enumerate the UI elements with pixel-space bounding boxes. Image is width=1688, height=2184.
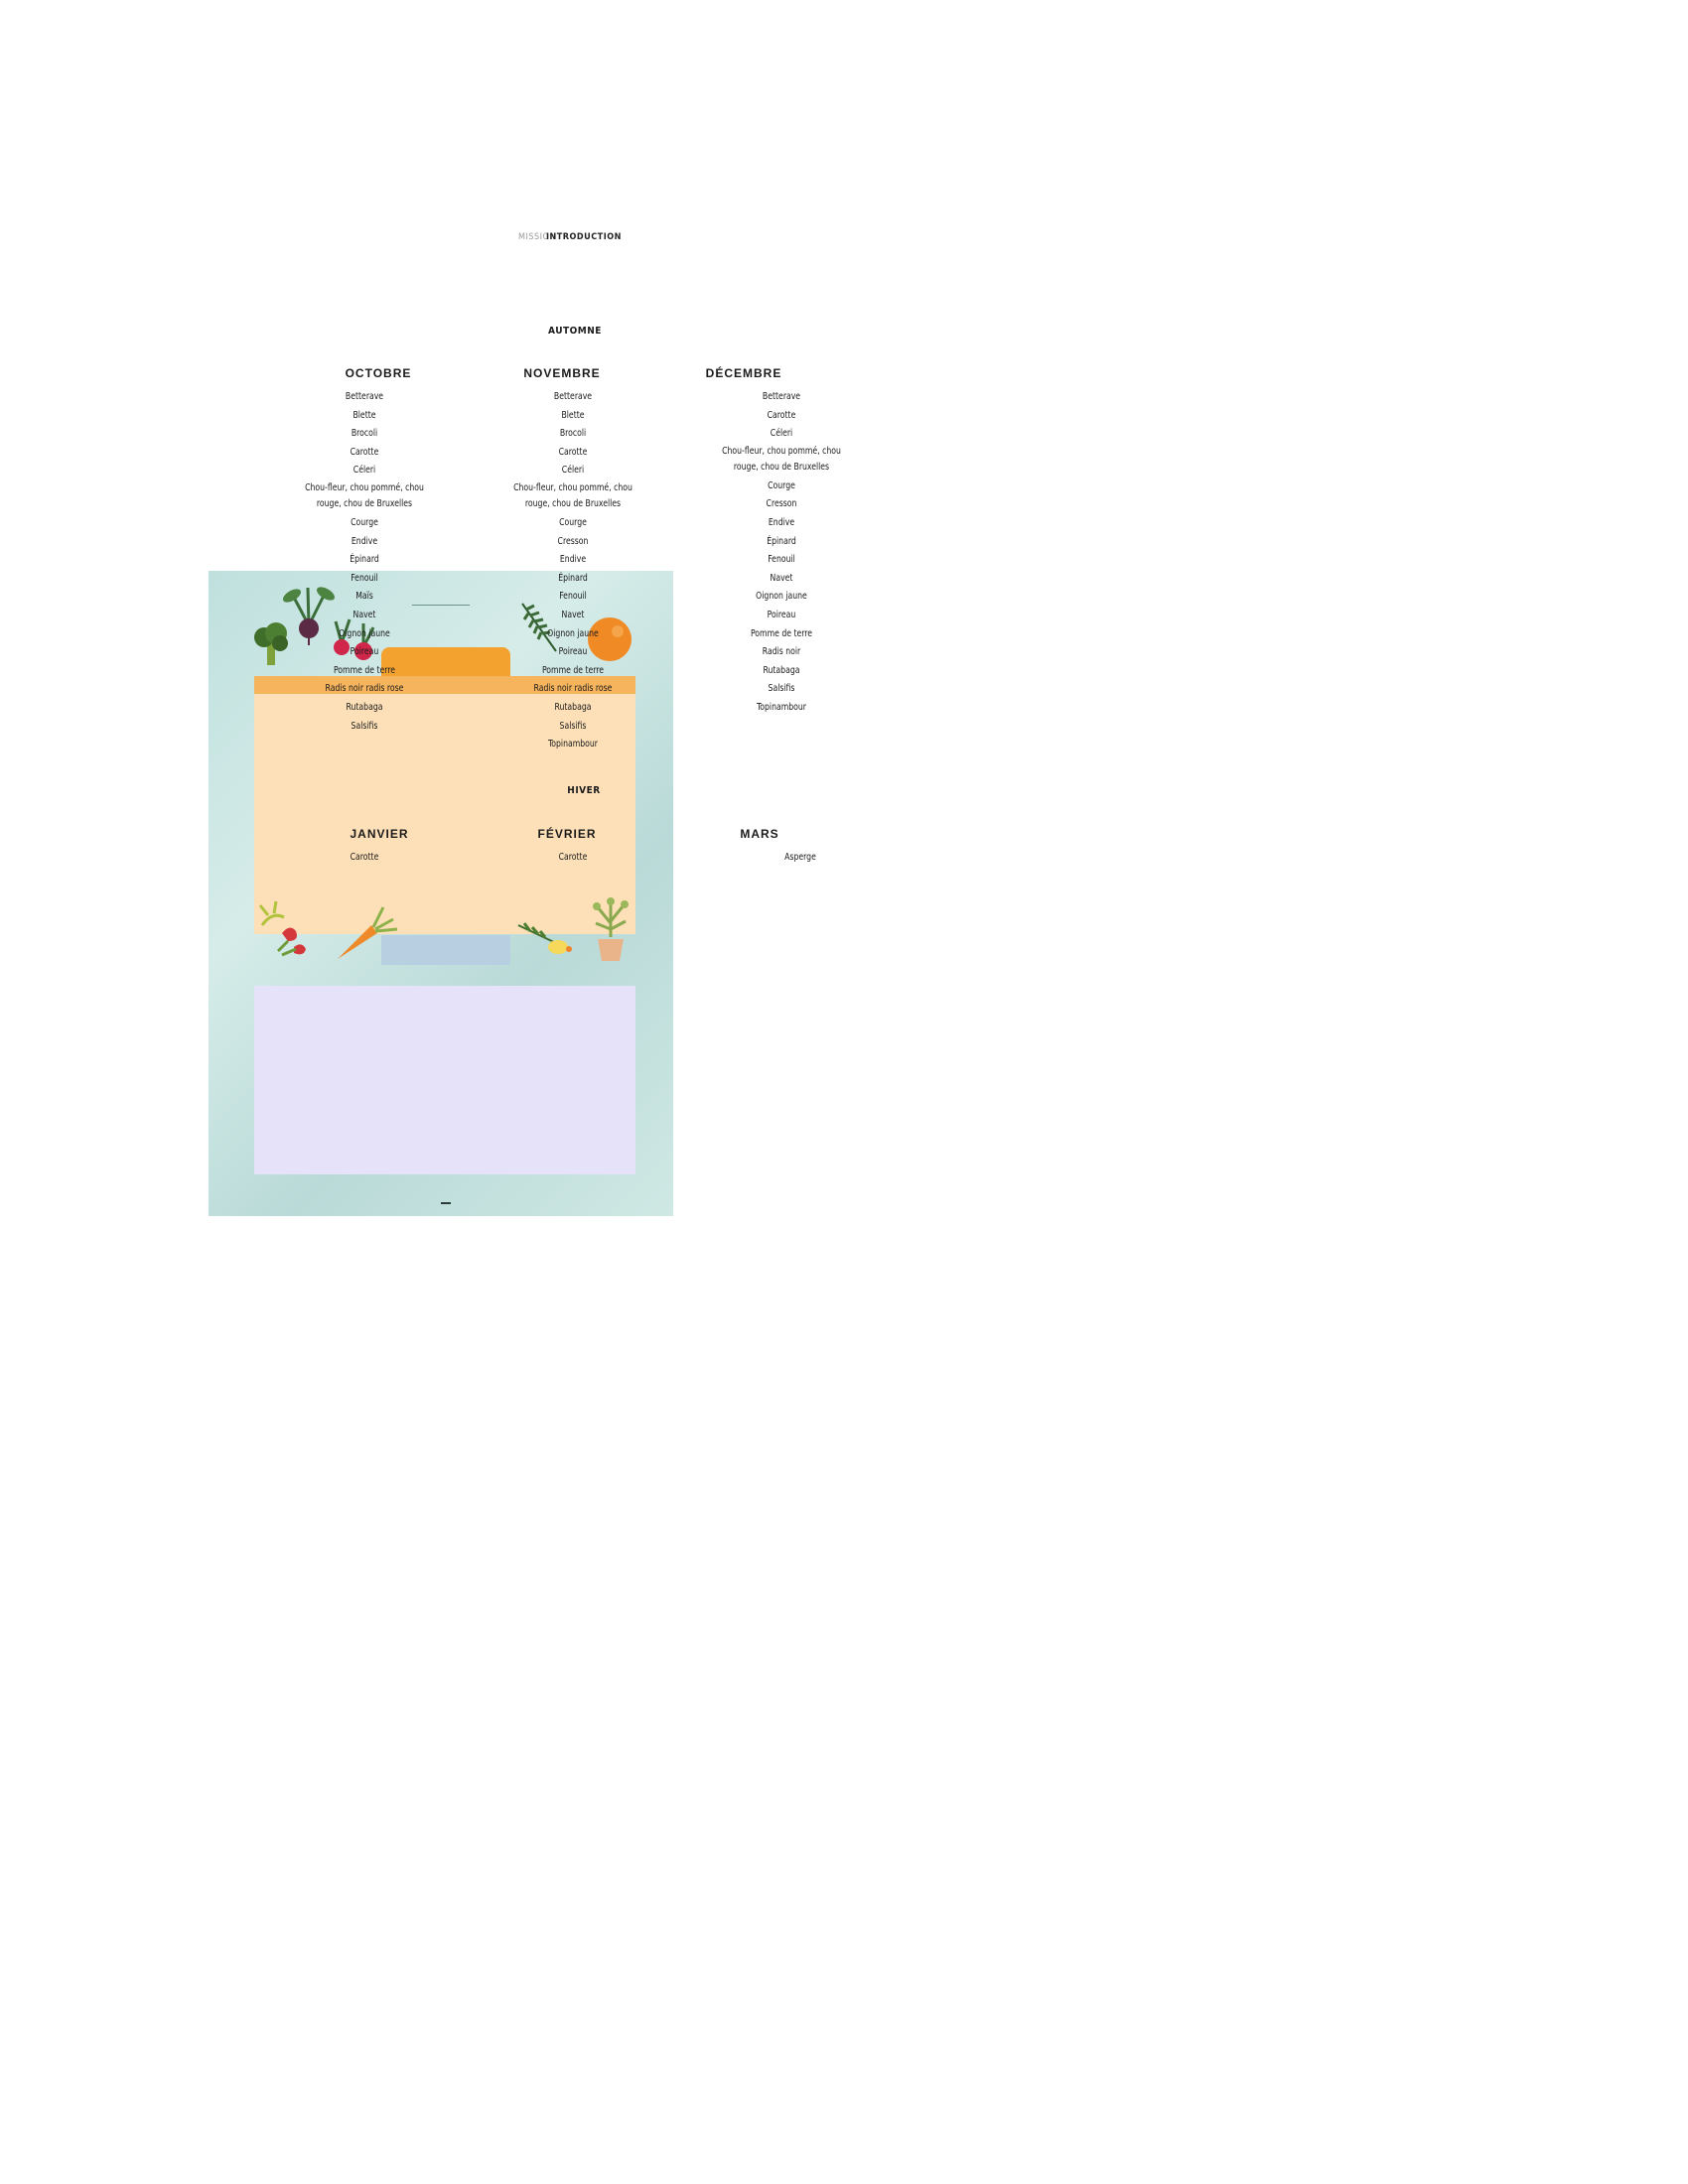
- list-item: Topinambour: [548, 739, 598, 751]
- list-item: Betterave: [762, 391, 801, 402]
- beet-icon: [282, 587, 336, 645]
- list-item: Chou-fleur, chou pommé, chou rouge, chou…: [722, 445, 841, 473]
- header-label-bold: INTRODUCTION: [546, 232, 622, 242]
- orange-icon: [588, 617, 632, 661]
- list-item: Carotte: [350, 852, 379, 863]
- list-item: Rutabaga: [554, 701, 592, 713]
- list-item: Pomme de terre: [541, 664, 605, 676]
- list-item: Asperge: [784, 852, 816, 863]
- list-item: Céleri: [561, 465, 585, 477]
- list-item: Salsifis: [559, 720, 587, 732]
- season-title-autumn: AUTOMNE: [548, 326, 602, 337]
- header-label-faint: MISSION: [518, 232, 556, 242]
- month-list-january: Carotte: [292, 849, 437, 868]
- month-title-december: DÉCEMBRE: [705, 366, 782, 380]
- list-item: Pomme de terre: [333, 664, 396, 676]
- list-item: Chou-fleur, chou pommé, chou rouge, chou…: [305, 481, 424, 509]
- list-item: Endive: [351, 535, 378, 547]
- lemon-icon: [517, 922, 572, 954]
- list-item: Courge: [351, 516, 378, 528]
- list-item: Courge: [559, 516, 587, 528]
- list-item: Endive: [559, 554, 587, 566]
- list-item: Navet: [770, 572, 793, 584]
- poster-orange-band: [254, 676, 635, 694]
- season-title-winter: HIVER: [567, 785, 601, 796]
- list-item: Salsifis: [351, 720, 378, 732]
- broccoli-icon: [254, 622, 288, 665]
- list-item: Rutabaga: [346, 701, 383, 713]
- list-item: Céleri: [770, 428, 793, 440]
- list-item: Radis noir radis rose: [533, 683, 613, 695]
- list-item: Céleri: [352, 465, 376, 477]
- list-item: Brocoli: [351, 428, 378, 440]
- list-item: Cresson: [557, 535, 589, 547]
- list-item: Carotte: [350, 446, 379, 458]
- list-item: Topinambour: [757, 701, 806, 713]
- list-item: Blette: [561, 409, 585, 421]
- list-item: Épinard: [767, 535, 796, 547]
- poster-blue-block: [381, 935, 510, 965]
- poster-dash: [441, 1202, 451, 1204]
- month-list-march: Asperge: [728, 849, 873, 868]
- month-list-october: Betterave Blette Brocoli Carotte Céleri …: [292, 388, 437, 736]
- poster-lilac-panel: [254, 986, 635, 1174]
- list-item: Fenouil: [559, 591, 587, 603]
- list-item: Navet: [352, 609, 376, 620]
- list-item: Radis noir: [762, 646, 801, 658]
- list-item: Épinard: [558, 572, 588, 584]
- list-item: Poireau: [767, 609, 796, 620]
- list-item: Salsifis: [768, 683, 795, 695]
- month-title-october: OCTOBRE: [345, 366, 412, 380]
- list-item: Betterave: [345, 391, 384, 402]
- list-item: Oignon jaune: [547, 627, 599, 639]
- month-title-march: MARS: [740, 827, 779, 841]
- rosemary-icon: [521, 603, 557, 652]
- month-title-january: JANVIER: [350, 827, 409, 841]
- list-item: Courge: [768, 479, 795, 491]
- list-item: Fenouil: [768, 554, 795, 566]
- list-item: Navet: [561, 609, 585, 620]
- list-item: Épinard: [350, 554, 379, 566]
- list-item: Endive: [768, 516, 795, 528]
- list-item: Radis noir radis rose: [325, 683, 404, 695]
- header-label: MISSION INTRODUCTION: [518, 232, 621, 244]
- month-list-december: Betterave Carotte Céleri Chou-fleur, cho…: [709, 388, 854, 718]
- radish-icon: [334, 618, 375, 660]
- list-item: Oignon jaune: [339, 627, 390, 639]
- month-title-november: NOVEMBRE: [523, 366, 601, 380]
- list-item: Maïs: [355, 591, 373, 603]
- list-item: Carotte: [558, 852, 588, 863]
- list-item: Chou-fleur, chou pommé, chou rouge, chou…: [513, 481, 633, 509]
- list-item: Carotte: [558, 446, 588, 458]
- list-item: Betterave: [553, 391, 593, 402]
- list-item: Brocoli: [559, 428, 587, 440]
- carrot-icon: [258, 900, 398, 959]
- list-item: Rutabaga: [763, 664, 800, 676]
- list-item: Oignon jaune: [756, 591, 807, 603]
- poster-orange-tab: [381, 647, 510, 677]
- month-list-february: Carotte: [500, 849, 645, 868]
- month-list-november: Betterave Blette Brocoli Carotte Céleri …: [500, 388, 645, 754]
- list-item: Cresson: [766, 498, 797, 510]
- list-item: Carotte: [767, 409, 796, 421]
- list-item: Poireau: [558, 646, 588, 658]
- potted-plant-icon: [593, 897, 629, 961]
- list-item: Blette: [352, 409, 376, 421]
- poster-orange-panel: [254, 676, 635, 934]
- poster-rule: [412, 605, 470, 606]
- list-item: Poireau: [350, 646, 379, 658]
- list-item: Fenouil: [351, 572, 378, 584]
- list-item: Pomme de terre: [750, 627, 813, 639]
- month-title-february: FÉVRIER: [537, 827, 597, 841]
